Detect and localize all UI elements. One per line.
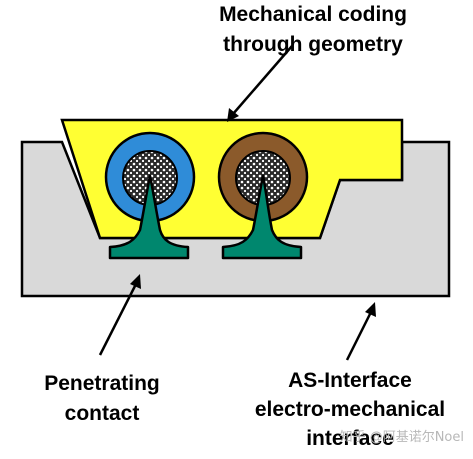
label-interface-line1: AS-Interface [288, 369, 412, 392]
watermark: 知乎 @阿基诺尔Noel [340, 429, 464, 445]
label-interface-line3: interface [306, 427, 394, 450]
label-contact-line2: contact [65, 402, 140, 425]
label-contact-line1: Penetrating [44, 372, 160, 395]
contact-right [221, 174, 303, 260]
label-coding-line2: through geometry [223, 33, 403, 56]
arrow-contact [98, 274, 141, 356]
label-coding-line1: Mechanical coding [219, 3, 407, 26]
label-interface-line2: electro-mechanical [255, 398, 445, 421]
arrow-coding [227, 45, 293, 122]
contact-left [108, 174, 190, 260]
arrow-interface [345, 302, 376, 361]
